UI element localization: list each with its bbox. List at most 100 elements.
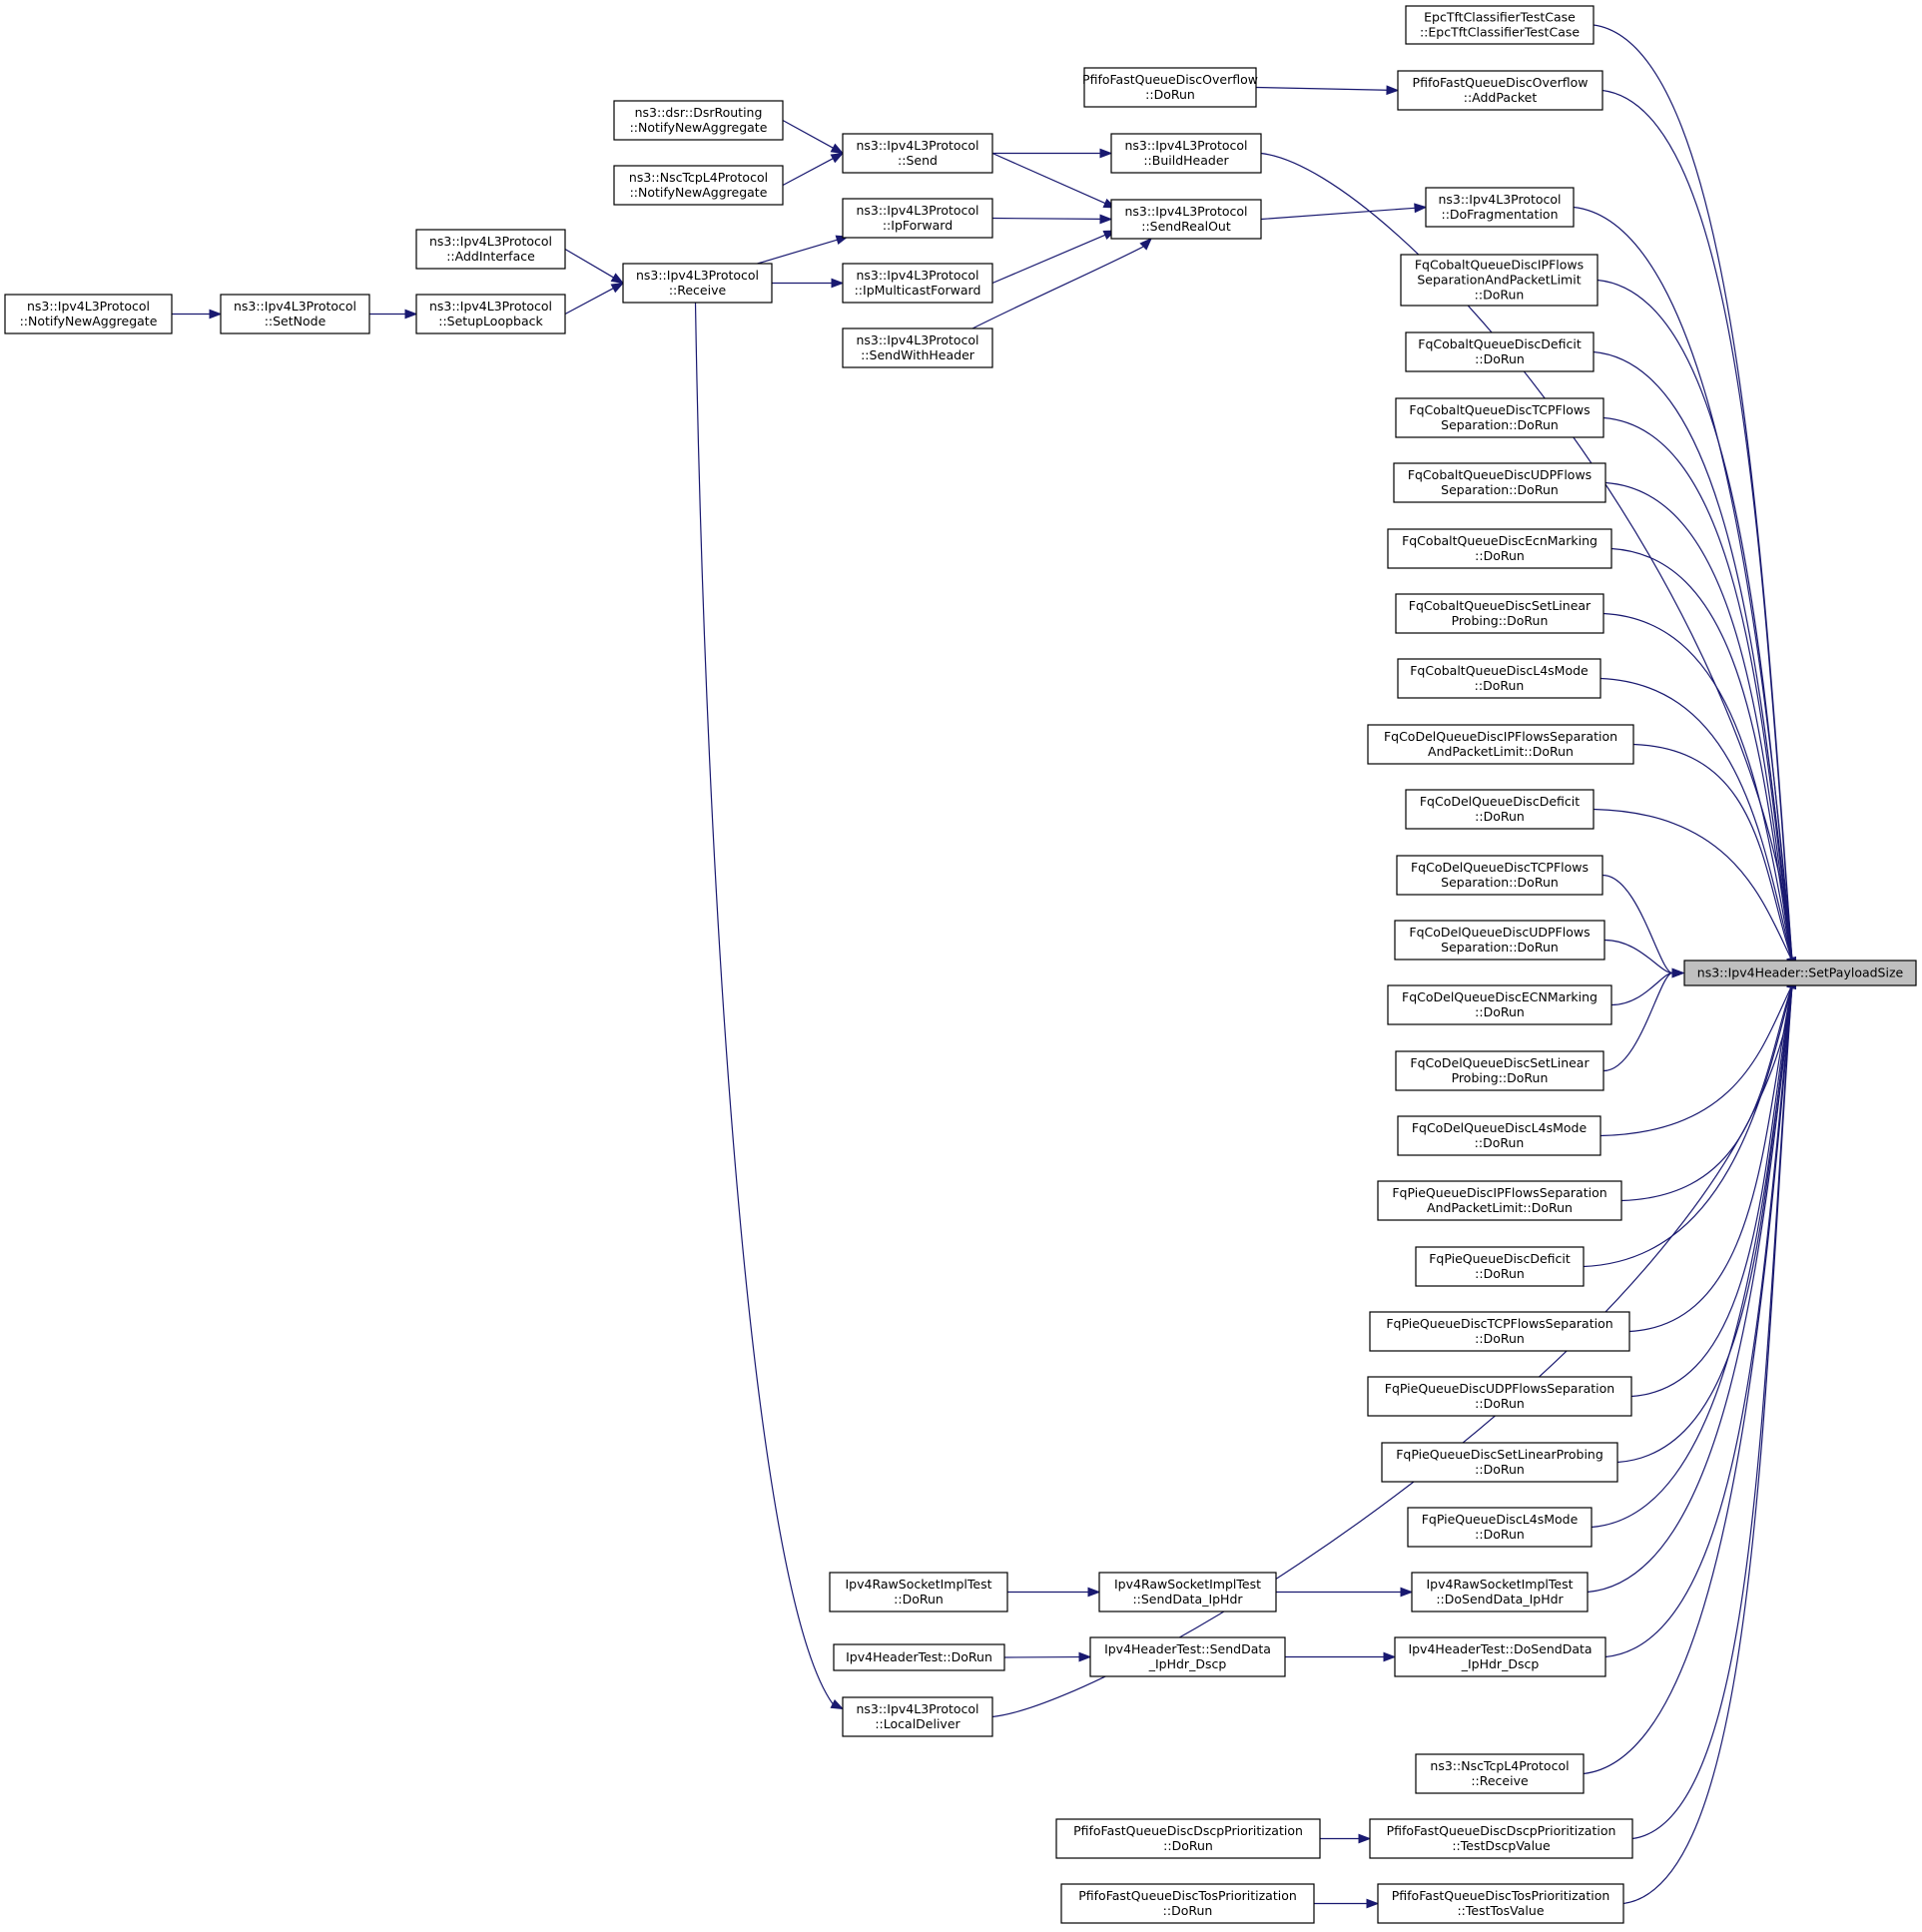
node-fqc-tcp[interactable]: FqCobaltQueueDiscTCPFlowsSeparation::DoR… (1395, 397, 1604, 438)
node-sendrealout[interactable]: ns3::Ipv4L3Protocol::SendRealOut (1110, 199, 1262, 240)
node-label-line: Probing::DoRun (1452, 613, 1549, 628)
node-box (1405, 789, 1595, 830)
edge-fqp_l4s-to-target (1591, 984, 1793, 1529)
node-l3-agg[interactable]: ns3::Ipv4L3Protocol::NotifyNewAggregate (4, 294, 173, 334)
edge-fqd_linear-to-target (1602, 971, 1673, 1072)
node-box (1397, 658, 1602, 699)
edge-fqc_ipflows-to-target (1597, 279, 1793, 962)
node-fqd-udp[interactable]: FqCoDelQueueDiscUDPFlowsSeparation::DoRu… (1394, 920, 1605, 961)
node-label-line: ns3::NscTcpL4Protocol (1430, 1758, 1569, 1773)
node-fqd-l4s[interactable]: FqCoDelQueueDiscL4sMode::DoRun (1397, 1115, 1602, 1156)
node-ipforward[interactable]: ns3::Ipv4L3Protocol::IpForward (842, 198, 993, 239)
node-box (1381, 1442, 1618, 1483)
node-setnode[interactable]: ns3::Ipv4L3Protocol::SetNode (220, 294, 370, 334)
node-fqp-ipflows[interactable]: FqPieQueueDiscIPFlowsSeparationAndPacket… (1377, 1180, 1622, 1221)
node-localdeliver[interactable]: ns3::Ipv4L3Protocol::LocalDeliver (842, 1696, 993, 1737)
node-box (1369, 1311, 1630, 1352)
node-label-line: ::DoRun (1475, 548, 1525, 563)
node-label-line: Ipv4RawSocketImplTest (846, 1577, 992, 1592)
node-addinterface[interactable]: ns3::Ipv4L3Protocol::AddInterface (415, 229, 566, 270)
node-pf-dscp-run[interactable]: PfifoFastQueueDiscDscpPrioritization::Do… (1055, 1818, 1321, 1859)
node-fqd-deficit[interactable]: FqCoDelQueueDiscDeficit::DoRun (1405, 789, 1595, 830)
edge-hdr_senddata-to-hdr_dosenddata-arrowhead (1383, 1651, 1397, 1662)
node-label-line: ::Receive (669, 283, 727, 298)
node-box (1396, 855, 1603, 896)
node-label-line: FqPieQueueDiscIPFlowsSeparation (1392, 1185, 1606, 1200)
edge-fqp_ipflows-to-target (1620, 984, 1793, 1202)
node-label-line: ::DoRun (1475, 1462, 1525, 1477)
node-label-line: ::NotifyNewAggregate (20, 314, 158, 328)
node-dsr[interactable]: ns3::dsr::DsrRouting::NotifyNewAggregate (613, 100, 784, 141)
node-fqc-udp[interactable]: FqCobaltQueueDiscUDPFlowsSeparation::DoR… (1393, 462, 1606, 503)
node-fqd-ipflows[interactable]: FqCoDelQueueDiscIPFlowsSeparationAndPack… (1367, 724, 1634, 765)
node-receive[interactable]: ns3::Ipv4L3Protocol::Receive (622, 263, 773, 304)
node-sendwithheader[interactable]: ns3::Ipv4L3Protocol::SendWithHeader (842, 327, 993, 368)
node-box (1387, 984, 1612, 1025)
node-box (1055, 1818, 1321, 1859)
node-hdr-senddata[interactable]: Ipv4HeaderTest::SendData_IpHdr_Dscp (1089, 1636, 1286, 1677)
node-fqc-l4s[interactable]: FqCobaltQueueDiscL4sMode::DoRun (1397, 658, 1602, 699)
node-fqp-l4s[interactable]: FqPieQueueDiscL4sMode::DoRun (1407, 1507, 1593, 1548)
node-fqp-tcp[interactable]: FqPieQueueDiscTCPFlowsSeparation::DoRun (1369, 1311, 1630, 1352)
node-send[interactable]: ns3::Ipv4L3Protocol::Send (842, 133, 993, 174)
edge-ipmulticast-to-sendrealout (991, 234, 1106, 285)
node-box (842, 263, 993, 304)
node-box (1415, 1753, 1585, 1794)
node-box (1405, 5, 1595, 45)
node-label-line: ns3::Ipv4L3Protocol (856, 268, 978, 283)
node-box (842, 133, 993, 174)
node-box (415, 229, 566, 270)
node-fqd-tcp[interactable]: FqCoDelQueueDiscTCPFlowsSeparation::DoRu… (1396, 855, 1603, 896)
node-raw-senddata[interactable]: Ipv4RawSocketImplTest::SendData_IpHdr (1098, 1572, 1277, 1612)
node-label-line: FqPieQueueDiscTCPFlowsSeparation (1386, 1316, 1612, 1331)
edge-pf_dscp_run-to-pf_dscp_test-arrowhead (1358, 1833, 1372, 1844)
node-epc[interactable]: EpcTftClassifierTestCase::EpcTftClassifi… (1405, 5, 1595, 45)
node-label-line: ::AddInterface (446, 249, 535, 264)
edge-sendwithheader-to-sendrealout-arrowhead (1139, 238, 1152, 251)
edge-ipforward-to-sendrealout-arrowhead (1099, 214, 1113, 225)
node-pf-ovf-add[interactable]: PfifoFastQueueDiscOverflow::AddPacket (1397, 70, 1603, 111)
node-label-line: ::DoRun (1163, 1903, 1213, 1918)
node-label-line: ::SendWithHeader (861, 347, 975, 362)
node-fqp-linear[interactable]: FqPieQueueDiscSetLinearProbing::DoRun (1381, 1442, 1618, 1483)
node-label-line: ::DoRun (1475, 1331, 1525, 1346)
node-label-line: ::DoRun (1475, 1396, 1525, 1411)
node-label-line: FqCoDelQueueDiscIPFlowsSeparation (1384, 729, 1617, 744)
node-label-line: ::DoRun (1475, 1135, 1525, 1150)
edge-send-to-sendrealout (991, 152, 1106, 205)
node-label-line: FqPieQueueDiscL4sMode (1422, 1512, 1579, 1527)
node-box (1395, 1050, 1604, 1091)
node-target[interactable]: ns3::Ipv4Header::SetPayloadSize (1683, 960, 1917, 986)
node-fqc-ecn[interactable]: FqCobaltQueueDiscEcnMarking::DoRun (1387, 528, 1612, 569)
node-raw-dosenddata[interactable]: Ipv4RawSocketImplTest::DoSendData_IpHdr (1411, 1572, 1589, 1612)
node-pf-tos-run[interactable]: PfifoFastQueueDiscTosPrioritization::DoR… (1060, 1883, 1315, 1924)
node-hdr-dorun[interactable]: Ipv4HeaderTest::DoRun (833, 1643, 1005, 1671)
edge-pf_tos_test-to-target (1622, 984, 1793, 1905)
node-fqc-deficit[interactable]: FqCobaltQueueDiscDeficit::DoRun (1405, 331, 1595, 372)
node-setuploop[interactable]: ns3::Ipv4L3Protocol::SetupLoopback (415, 294, 566, 334)
node-pf-dscp-test[interactable]: PfifoFastQueueDiscDscpPrioritization::Te… (1369, 1818, 1633, 1859)
node-label-line: ::SendRealOut (1141, 219, 1231, 234)
node-fqp-deficit[interactable]: FqPieQueueDiscDeficit::DoRun (1415, 1246, 1585, 1287)
node-dofrag[interactable]: ns3::Ipv4L3Protocol::DoFragmentation (1425, 187, 1575, 228)
node-fqc-ipflows[interactable]: FqCobaltQueueDiscIPFlowsSeparationAndPac… (1400, 254, 1599, 307)
node-nsc-agg[interactable]: ns3::NscTcpL4Protocol::NotifyNewAggregat… (613, 165, 784, 206)
node-pf-ovf-run[interactable]: PfifoFastQueueDiscOverflow::DoRun (1082, 67, 1258, 108)
node-hdr-dosenddata[interactable]: Ipv4HeaderTest::DoSendData_IpHdr_Dscp (1394, 1636, 1606, 1677)
node-ipmulticast[interactable]: ns3::Ipv4L3Protocol::IpMulticastForward (842, 263, 993, 304)
node-label-line: AndPacketLimit::DoRun (1427, 1200, 1573, 1215)
node-nsc-receive[interactable]: ns3::NscTcpL4Protocol::Receive (1415, 1753, 1585, 1794)
node-raw-dorun[interactable]: Ipv4RawSocketImplTest::DoRun (829, 1572, 1008, 1612)
node-pf-tos-test[interactable]: PfifoFastQueueDiscTosPrioritization::Tes… (1377, 1883, 1624, 1924)
node-box (1110, 199, 1262, 240)
node-label-line: ns3::Ipv4L3Protocol (856, 138, 978, 153)
node-box (1110, 133, 1262, 174)
edge-sendwithheader-to-sendrealout (971, 246, 1144, 329)
edge-sendrealout-to-dofrag-arrowhead (1414, 203, 1428, 214)
node-buildheader[interactable]: ns3::Ipv4L3Protocol::BuildHeader (1110, 133, 1262, 174)
node-label-line: FqCoDelQueueDiscTCPFlows (1411, 860, 1589, 875)
node-fqd-ecn[interactable]: FqCoDelQueueDiscECNMarking::DoRun (1387, 984, 1612, 1025)
node-fqp-udp[interactable]: FqPieQueueDiscUDPFlowsSeparation::DoRun (1367, 1376, 1632, 1417)
